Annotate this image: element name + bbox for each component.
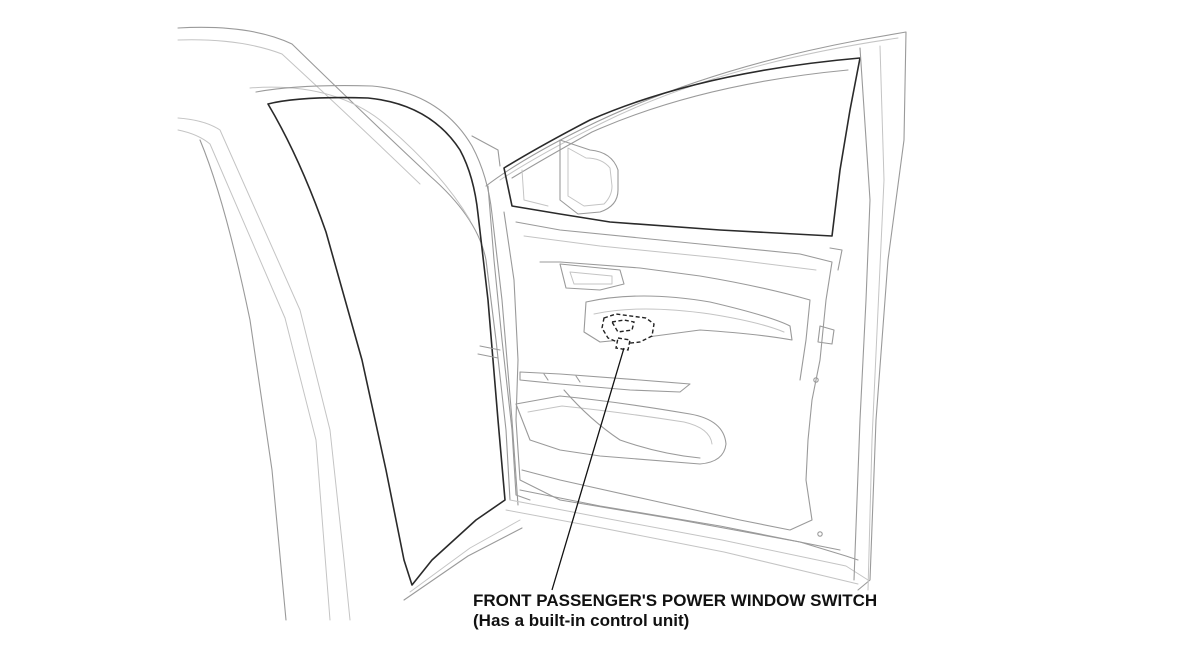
callout-title: FRONT PASSENGER'S POWER WINDOW SWITCH — [473, 591, 878, 610]
power-window-switch — [601, 313, 655, 351]
car-body — [177, 26, 523, 621]
front-passenger-door — [485, 31, 907, 591]
callout-subtitle: (Has a built-in control unit) — [473, 611, 690, 630]
callout-leader-line — [551, 347, 625, 591]
switch-callout-label: FRONT PASSENGER'S POWER WINDOW SWITCH (H… — [473, 591, 877, 631]
